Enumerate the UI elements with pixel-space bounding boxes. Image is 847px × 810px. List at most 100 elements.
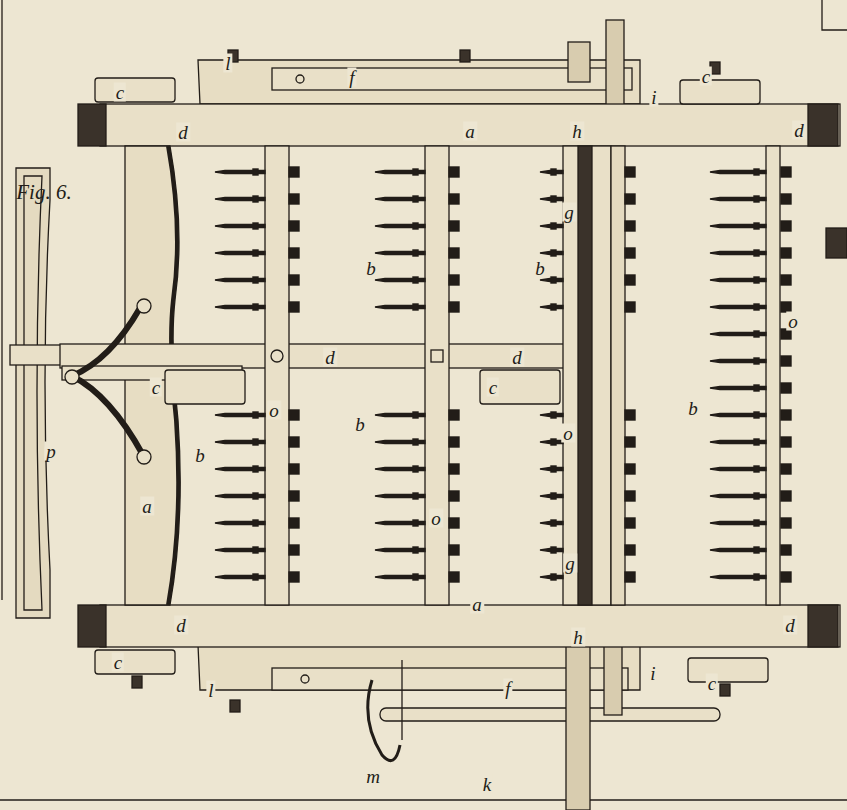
part-letter: i bbox=[648, 664, 657, 683]
part-letter: h bbox=[571, 628, 585, 647]
spike bbox=[710, 167, 791, 177]
spike bbox=[215, 275, 299, 285]
part-letter: b bbox=[686, 399, 700, 418]
part-letter: c bbox=[706, 674, 718, 693]
part-letter: f bbox=[347, 68, 356, 87]
part-letter: a bbox=[140, 497, 154, 516]
tine-bar bbox=[265, 146, 289, 605]
spike bbox=[375, 491, 459, 501]
spike bbox=[540, 275, 635, 285]
bracket bbox=[24, 176, 42, 610]
spike bbox=[375, 410, 459, 420]
clamp bbox=[95, 78, 175, 102]
part-letter: d bbox=[510, 348, 524, 367]
part-letter: h bbox=[570, 122, 584, 141]
roller bbox=[611, 146, 625, 605]
tine-bar bbox=[425, 146, 449, 605]
part-letter: l bbox=[206, 681, 215, 700]
spike bbox=[215, 437, 299, 447]
clamp bbox=[680, 80, 760, 104]
nut bbox=[460, 50, 470, 62]
rod bbox=[401, 660, 402, 740]
hole bbox=[296, 75, 304, 83]
spike bbox=[540, 167, 635, 177]
fitting-eye bbox=[137, 299, 151, 313]
clamp bbox=[95, 650, 175, 674]
spike bbox=[375, 518, 459, 528]
hole bbox=[301, 675, 309, 683]
spike bbox=[540, 221, 635, 231]
spike bbox=[540, 194, 635, 204]
roller-stripe bbox=[578, 146, 592, 605]
part-letter: o bbox=[786, 312, 800, 331]
bolt bbox=[431, 350, 443, 362]
spike bbox=[375, 464, 459, 474]
spike bbox=[375, 302, 459, 312]
part-letter: c bbox=[150, 378, 162, 397]
part-letter: l bbox=[223, 54, 232, 73]
rod bbox=[380, 708, 720, 721]
fitting-eye bbox=[65, 370, 79, 384]
hook bbox=[368, 680, 400, 761]
spike bbox=[710, 275, 791, 285]
spike bbox=[710, 329, 791, 339]
part-letter: m bbox=[364, 767, 382, 786]
spike bbox=[375, 248, 459, 258]
spike bbox=[710, 221, 791, 231]
block bbox=[826, 228, 847, 258]
spike bbox=[710, 302, 791, 312]
bracket-bar bbox=[10, 345, 65, 365]
spike bbox=[215, 194, 299, 204]
spike bbox=[540, 491, 635, 501]
spike bbox=[540, 248, 635, 258]
part-letter: i bbox=[649, 88, 658, 107]
spike bbox=[375, 545, 459, 555]
spike bbox=[710, 248, 791, 258]
spike bbox=[540, 464, 635, 474]
spike bbox=[710, 491, 791, 501]
spike bbox=[215, 464, 299, 474]
middle-bar bbox=[60, 344, 600, 368]
spike bbox=[215, 221, 299, 231]
beam-end bbox=[78, 104, 106, 146]
part-letter: d bbox=[792, 121, 806, 140]
beam-end bbox=[808, 104, 838, 146]
spike bbox=[710, 437, 791, 447]
spike bbox=[375, 167, 459, 177]
post bbox=[606, 20, 624, 110]
spike bbox=[375, 221, 459, 231]
post bbox=[604, 640, 622, 715]
spike bbox=[710, 356, 791, 366]
spike bbox=[215, 302, 299, 312]
part-letter: d bbox=[783, 616, 797, 635]
part-letter: c bbox=[700, 67, 712, 86]
frame-line bbox=[1, 0, 2, 600]
bracket bbox=[16, 168, 50, 618]
spike bbox=[375, 437, 459, 447]
spikes bbox=[215, 167, 791, 582]
part-letter: b bbox=[533, 259, 547, 278]
part-letter: b bbox=[364, 259, 378, 278]
part-letter: a bbox=[470, 595, 484, 614]
spike bbox=[710, 383, 791, 393]
spike bbox=[540, 302, 635, 312]
post bbox=[568, 42, 590, 82]
spike bbox=[215, 491, 299, 501]
part-letter: c bbox=[114, 83, 126, 102]
fitting bbox=[72, 308, 143, 455]
spike bbox=[540, 410, 635, 420]
part-letter: c bbox=[112, 653, 124, 672]
spike bbox=[540, 518, 635, 528]
part-letter: p bbox=[44, 442, 58, 461]
tine-bar bbox=[766, 146, 780, 605]
spike bbox=[540, 572, 635, 582]
spike bbox=[540, 437, 635, 447]
part-letter: g bbox=[562, 203, 576, 222]
spike bbox=[710, 464, 791, 474]
frame-line bbox=[822, 0, 847, 30]
fitting-eye bbox=[137, 450, 151, 464]
spike bbox=[710, 410, 791, 420]
spike bbox=[710, 545, 791, 555]
spike bbox=[215, 545, 299, 555]
